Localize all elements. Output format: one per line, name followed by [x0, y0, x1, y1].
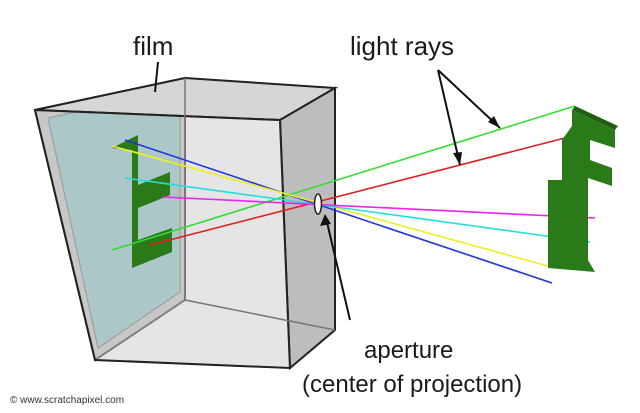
projected-letter-on-film: [112, 135, 172, 268]
light-rays-group: [111, 105, 596, 284]
arrowhead: [453, 152, 462, 165]
ray-magenta: [162, 196, 596, 219]
ray-green: [111, 105, 576, 251]
rays-pointer-line-b: [437, 69, 461, 166]
box-inner-edge: [184, 299, 336, 331]
arrowhead: [320, 214, 331, 226]
object-letter: [548, 110, 615, 272]
aperture-sublabel: (center of projection): [302, 371, 522, 398]
aperture-pointer-line: [325, 217, 351, 321]
ray-red: [149, 131, 589, 246]
film-pointer-line: [154, 61, 159, 93]
ray-blue: [124, 139, 553, 284]
copyright-text: © www.scratchapixel.com: [10, 395, 124, 406]
arrowhead: [488, 116, 500, 128]
aperture-hole-icon: [313, 193, 323, 215]
object-letter-depth: [572, 106, 618, 130]
aperture-label: aperture: [364, 337, 453, 364]
rays-pointer-line-a: [437, 69, 501, 129]
ray-cyan: [124, 177, 591, 243]
film-label: film: [133, 31, 173, 61]
light-rays-label: light rays: [350, 31, 454, 61]
